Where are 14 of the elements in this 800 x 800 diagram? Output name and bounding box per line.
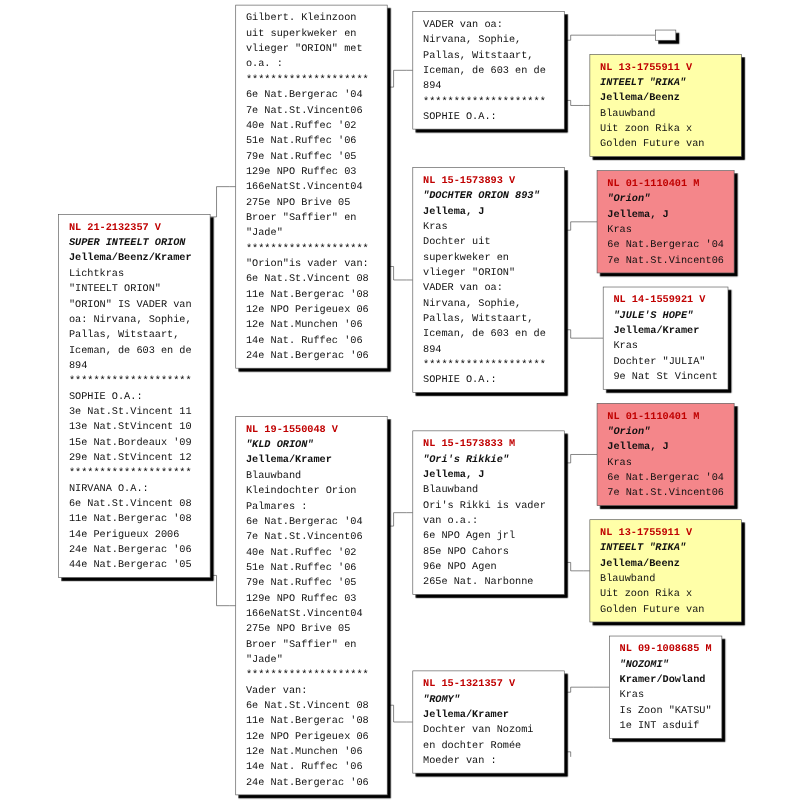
connector (563, 686, 610, 693)
connector (386, 704, 414, 723)
connector (209, 186, 237, 218)
connector (563, 34, 656, 41)
connector (563, 329, 604, 339)
connector (209, 575, 237, 606)
connector (563, 221, 598, 231)
connector (563, 454, 598, 464)
connector (386, 266, 414, 281)
node-box (655, 29, 677, 41)
connector (563, 562, 591, 572)
connector (563, 100, 591, 106)
connector (386, 70, 414, 88)
connector (386, 512, 414, 527)
